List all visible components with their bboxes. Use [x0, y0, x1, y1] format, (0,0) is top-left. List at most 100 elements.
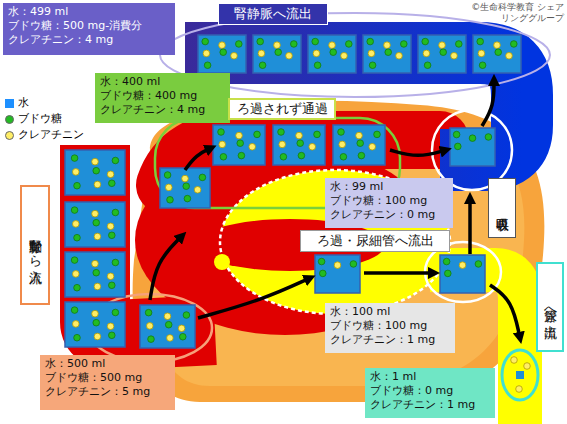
glucose-dot	[112, 209, 119, 216]
sample-box	[363, 35, 411, 73]
water-block	[140, 305, 195, 348]
glucose-dot	[297, 140, 304, 147]
water-block	[65, 202, 125, 247]
glucose-dot	[314, 62, 321, 69]
water-block	[65, 302, 125, 347]
glucose-dot	[374, 131, 381, 138]
creatinine-dot	[369, 144, 376, 151]
water-block	[440, 255, 485, 293]
creatinine-dot	[92, 260, 99, 267]
unfiltered-label-box: ろ過されず通過	[228, 98, 336, 120]
sample-box	[160, 168, 210, 208]
glucose-dot	[74, 284, 81, 291]
sample-box	[315, 255, 360, 293]
creatinine-dot	[516, 386, 523, 393]
creatinine-dot	[451, 53, 458, 60]
water-block	[315, 255, 360, 293]
node-text: ろ過されず通過	[237, 101, 328, 117]
glucose-dot	[367, 38, 374, 45]
glucose-dot	[218, 129, 225, 136]
ureter-outflow-label-box: 尿管へ流出	[536, 262, 564, 352]
creatinine-dot	[396, 53, 403, 60]
reabsorb-label-box: 再吸収	[488, 178, 516, 238]
water-block	[450, 128, 495, 166]
urine-sample	[511, 357, 531, 393]
artery-inflow-label-box: 腎動脈から流入	[20, 185, 50, 305]
glucose-dot	[330, 49, 337, 56]
water-block	[65, 150, 125, 195]
glucose-dot	[477, 38, 484, 45]
glucose-dot	[109, 332, 116, 339]
creatinine-dot	[423, 50, 430, 57]
legend-swatch	[5, 115, 14, 124]
creatinine-dot	[279, 141, 286, 148]
glucose-dot	[291, 41, 298, 48]
glucose-dot	[93, 167, 100, 174]
glucose-dot	[109, 282, 116, 289]
vein-outflow-label-box: 腎静脈へ流出	[218, 3, 328, 25]
glucose-dot	[455, 143, 462, 150]
legend-row: ブドウ糖	[5, 112, 62, 126]
water-block	[418, 35, 466, 73]
creatinine-dot	[107, 273, 114, 280]
sample-box	[273, 125, 325, 165]
water-block	[198, 35, 246, 73]
flow-arrow	[185, 148, 211, 170]
glucose-dot	[369, 62, 376, 69]
glucose-dot	[424, 62, 431, 69]
node-text: ブドウ糖：400 mg	[100, 89, 225, 103]
flow-arrow	[150, 236, 182, 300]
node-text: ろ過・尿細管へ流出	[317, 233, 434, 249]
creatinine-dot	[506, 53, 513, 60]
glucose-dot	[453, 131, 460, 138]
sample-box	[198, 35, 246, 73]
legend-swatch	[5, 99, 14, 108]
creatinine-dot	[478, 50, 485, 57]
node-text: 水：100 ml	[330, 305, 450, 319]
sample-box	[65, 150, 125, 195]
sample-box	[213, 125, 265, 165]
legend-row: 水	[5, 96, 29, 110]
legend-text: クレアチニン	[18, 128, 84, 142]
flow-arrow	[390, 150, 446, 155]
capsule-dot	[214, 254, 230, 270]
glucose-dot	[298, 152, 305, 159]
creatinine-dot	[92, 310, 99, 317]
creatinine-dot	[94, 283, 101, 290]
water-block	[308, 35, 356, 73]
creatinine-dot	[94, 181, 101, 188]
creatinine-dot	[258, 50, 265, 57]
glucose-dot	[340, 154, 347, 161]
glucose-dot	[112, 259, 119, 266]
node-text: 腎動脈から流入	[27, 230, 43, 260]
glucose-dot	[350, 261, 357, 268]
creatinine-dot	[313, 50, 320, 57]
glucose-dot	[74, 334, 81, 341]
creatinine-dot	[94, 233, 101, 240]
unfiltered-values-box: 水：400 mlブドウ糖：400 mgクレアチニン：4 mg	[95, 73, 230, 123]
node-text: 腎静脈へ流出	[234, 6, 312, 22]
sample-box	[333, 125, 385, 165]
sample-box	[418, 35, 466, 73]
glucose-dot	[422, 38, 429, 45]
glucose-dot	[443, 258, 450, 265]
sample-box	[253, 35, 301, 73]
glucose-dot	[278, 129, 285, 136]
glucose-dot	[280, 154, 287, 161]
water-block	[253, 35, 301, 73]
glucose-dot	[346, 41, 353, 48]
creatinine-dot	[384, 42, 391, 49]
node-text: クレアチニン：4 mg	[100, 103, 225, 117]
glucose-dot	[320, 270, 327, 277]
creatinine-dot	[194, 187, 201, 194]
glucose-dot	[254, 131, 261, 138]
node-text: 水：400 ml	[100, 75, 225, 89]
node-text: クレアチニン：1 mg	[330, 333, 450, 347]
sample-box	[65, 252, 125, 297]
creatinine-dot	[73, 321, 80, 328]
filtration-label-box: ろ過・尿細管へ流出	[300, 230, 450, 252]
water-block	[160, 168, 210, 208]
creatinine-dot	[296, 132, 303, 139]
flow-arrow	[364, 271, 434, 275]
